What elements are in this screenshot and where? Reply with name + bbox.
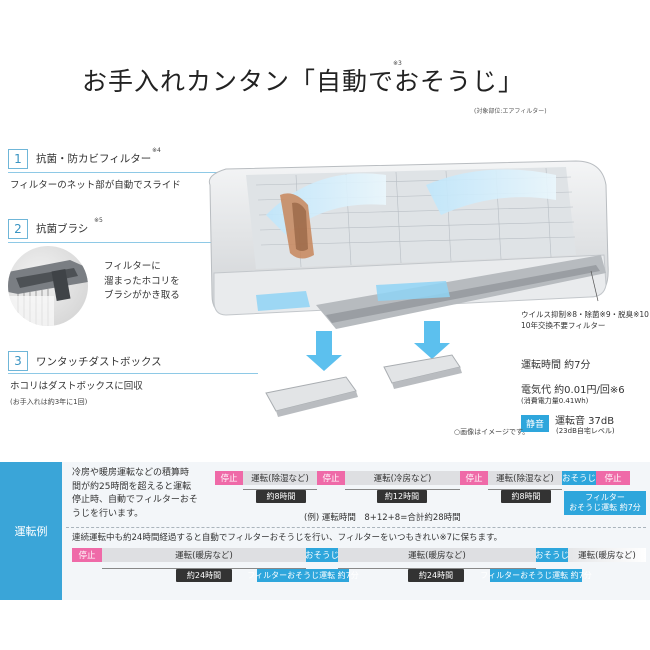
feature-3-title: ワンタッチダストボックス xyxy=(36,356,162,368)
row2-bracket-1 xyxy=(102,568,306,569)
row1-sum-note: (例) 運転時間 8+12+8=合計約28時間 xyxy=(304,513,461,523)
page-title: お手入れカンタン「自動でおそうじ」 xyxy=(82,67,525,96)
row2-duration-2: 約24時間 xyxy=(408,569,464,582)
row1-stop-end: 停止 xyxy=(596,471,630,485)
row2-run-heat-3: 運転(暖房など) xyxy=(568,548,646,562)
row1-stop: 停止 xyxy=(215,471,243,485)
row1-run-dehumid-2: 運転(除湿など) xyxy=(488,471,562,485)
row1-run-dehumid-1: 運転(除湿など) xyxy=(243,471,317,485)
feature-2-title: 抗菌ブラシ xyxy=(36,223,89,235)
filter-feature-label: ウイルス抑制※8・除菌※9・脱臭※10 xyxy=(521,310,649,319)
title-footnote: ※3 xyxy=(393,60,402,67)
row2-stop: 停止 xyxy=(72,548,102,562)
row1-run-cool: 運転(冷房など) xyxy=(345,471,460,485)
row2-cleaning-2: おそうじ xyxy=(535,548,569,562)
row2-cleaning-tag-1: フィルターおそうじ運転 約7分 xyxy=(247,569,359,582)
feature-1-title: 抗菌・防カビフィルター xyxy=(36,153,152,165)
row1-bracket-3 xyxy=(488,489,562,490)
brush-closeup-image xyxy=(8,246,88,326)
row2-bracket-2 xyxy=(338,568,536,569)
example-divider xyxy=(66,527,646,528)
feature-3-desc: ホコリはダストボックスに回収 xyxy=(10,381,143,392)
feature-3-note: (お手入れは約3年に1回) xyxy=(10,398,88,406)
row1-stop-3: 停止 xyxy=(460,471,488,485)
row1-bracket-2 xyxy=(345,489,460,490)
filter-lifetime-label: 10年交換不要フィルター xyxy=(521,321,606,330)
row1-bracket-1 xyxy=(243,489,317,490)
feature-1-number: 1 xyxy=(8,149,28,169)
title-subtitle: (対象部位:エアフィルター) xyxy=(474,108,547,115)
row2-duration-1: 約24時間 xyxy=(176,569,232,582)
row1-cleaning: おそうじ xyxy=(562,471,596,485)
spec-noise-sub: (23dB自宅レベル) xyxy=(556,427,615,435)
spec-noise: 運転音 37dB xyxy=(555,416,615,427)
spec-run-time: 運転時間 約7分 xyxy=(521,360,591,371)
row1-cleaning-tag: フィルター おそうじ運転 約7分 xyxy=(564,491,646,515)
row1-stop-2: 停止 xyxy=(317,471,345,485)
feature-1-divider xyxy=(8,172,258,173)
feature-2-divider xyxy=(8,242,258,243)
example-side-label: 運転例 xyxy=(0,462,62,600)
row1-duration-1: 約8時間 xyxy=(256,490,306,503)
feature-1-desc: フィルターのネット部が自動でスライド xyxy=(10,180,181,191)
feature-3-divider xyxy=(8,373,258,374)
feature-2-footnote: ※5 xyxy=(94,217,103,224)
feature-3-number: 3 xyxy=(8,351,28,371)
example-description-1: 冷房や暖房運転などの積算時 間が約25時間を超えると運転 停止時、自動でフィルタ… xyxy=(72,468,198,519)
row2-cleaning-1: おそうじ xyxy=(305,548,339,562)
row1-duration-2: 約12時間 xyxy=(377,490,427,503)
row2-run-heat-1: 運転(暖房など) xyxy=(102,548,306,562)
feature-2-desc: フィルターに 溜まったホコリを ブラシがかき取る xyxy=(104,261,180,302)
example-description-2: 連続運転中も約24時間経過すると自動でフィルターおそうじを行い、フィルターをいつ… xyxy=(72,533,503,543)
spec-power-sub: (消費電力量0.41Wh) xyxy=(521,397,589,405)
image-disclaimer: ○画像はイメージです。 xyxy=(454,428,530,436)
feature-2-number: 2 xyxy=(8,219,28,239)
feature-1-footnote: ※4 xyxy=(152,147,161,154)
row2-cleaning-tag-2: フィルターおそうじ運転 約7分 xyxy=(480,569,592,582)
row2-run-heat-2: 運転(暖房など) xyxy=(338,548,536,562)
row1-duration-3: 約8時間 xyxy=(501,490,551,503)
aircon-illustration xyxy=(208,160,609,417)
spec-power-cost: 電気代 約0.01円/回※6 xyxy=(521,385,625,396)
quiet-badge: 静音 xyxy=(521,415,549,432)
